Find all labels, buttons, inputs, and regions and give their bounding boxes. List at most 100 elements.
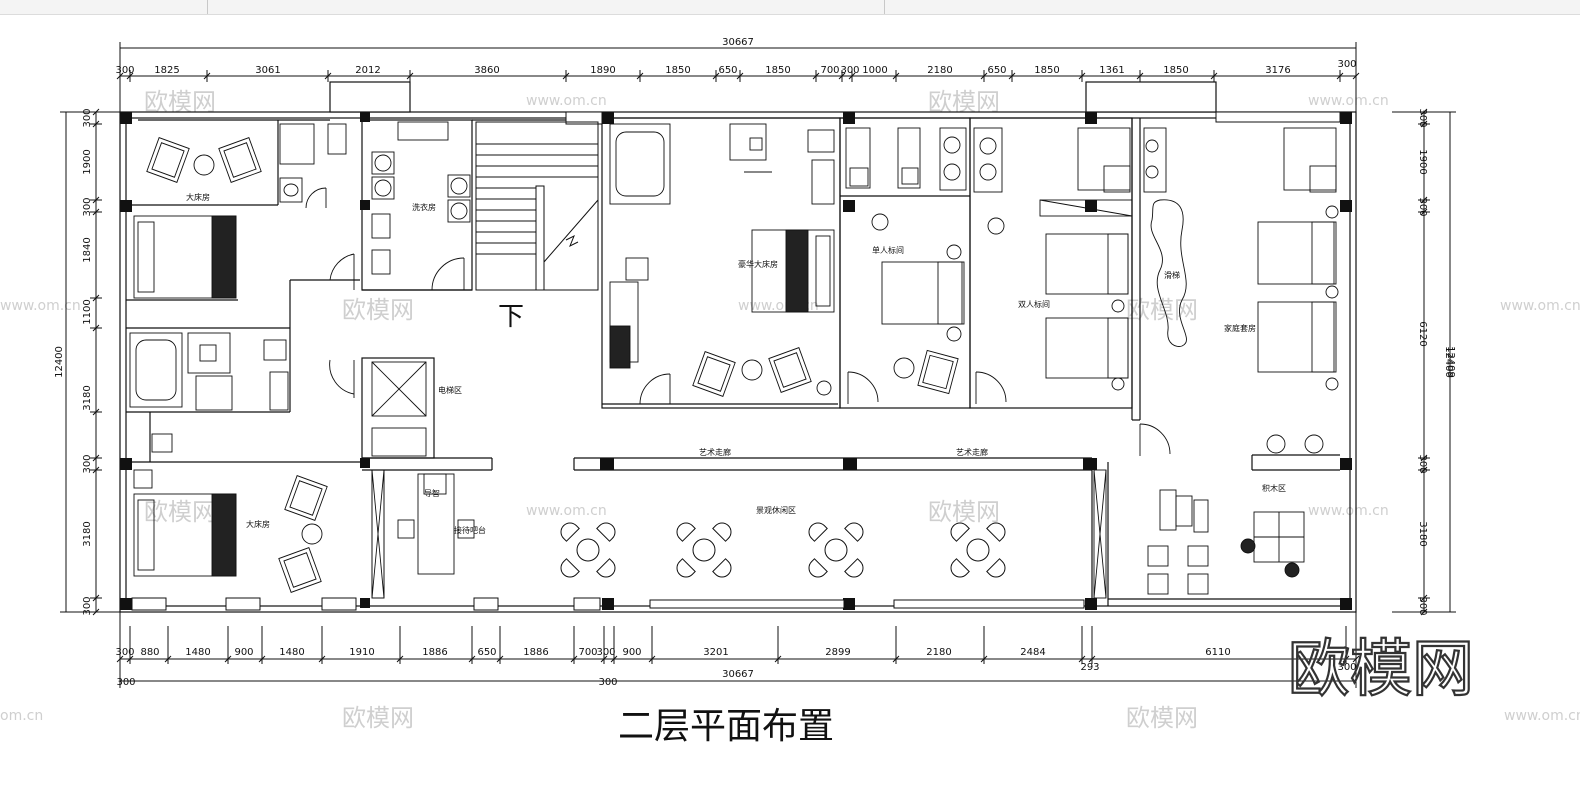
dimension-tick: [980, 72, 988, 80]
watermark-url: om.cn: [0, 708, 43, 724]
dimension-total-left: 12400: [54, 346, 65, 378]
lounge-chair: [950, 558, 970, 578]
armchair: [692, 351, 736, 397]
dimension-tick: [324, 72, 332, 80]
dimension-tick: [636, 72, 644, 80]
dimension-tick: [1008, 72, 1016, 80]
dimension-tick: [92, 120, 100, 128]
watermark-logo: 欧模网: [928, 498, 1000, 526]
watermark-logo: 欧模网: [1126, 296, 1198, 324]
lounge-chair: [986, 522, 1006, 542]
dimension-tick: [712, 72, 720, 80]
room-label-laundry: 洗衣房: [412, 202, 436, 212]
room-label-deluxe: 豪华大床房: [738, 259, 778, 269]
dimension-tick: [1336, 72, 1344, 80]
dimension-tick: [258, 655, 266, 663]
dimension-tick: [406, 72, 414, 80]
dimension-value: 300: [82, 454, 93, 473]
drawing-title: 二层平面布置: [618, 706, 834, 747]
dimension-tick: [164, 655, 172, 663]
corridor-markers: [600, 458, 1097, 470]
round-table: [692, 538, 716, 562]
dimension-value: 3180: [82, 521, 93, 546]
dimension-tick: [610, 655, 618, 663]
bed: [1257, 301, 1337, 373]
dimension-value: 300: [115, 647, 134, 658]
room-label-elevator: 电梯区: [438, 385, 462, 395]
dimension-tick: [116, 655, 124, 663]
round-table: [576, 538, 600, 562]
dimension-value: 300: [1337, 59, 1356, 70]
room-label-art-corridor: 艺术走廊: [956, 447, 988, 457]
dimension-value: 6110: [1205, 647, 1230, 658]
dimension-row-bottom: 300 880 1480 900 1480 1910 1886 650 1886…: [115, 647, 1356, 688]
dimension-value: 650: [987, 65, 1006, 76]
dimension-lines: [60, 42, 1456, 688]
dimension-column-right: 300 1900 300 6120 300 3180 300 12400 124…: [1417, 108, 1456, 615]
round-table: [301, 523, 323, 545]
dimension-value: 1850: [1163, 65, 1188, 76]
dimension-value: 3860: [474, 65, 499, 76]
dimension-tick: [892, 655, 900, 663]
dimension-value: 1850: [1034, 65, 1059, 76]
lounge-chair: [596, 522, 616, 542]
dimension-value: 1361: [1099, 65, 1124, 76]
dimension-tick: [468, 655, 476, 663]
dimension-tick: [92, 294, 100, 302]
dimension-tick: [116, 72, 124, 80]
dimension-value: 3180: [1417, 521, 1428, 546]
dimension-tick: [92, 466, 100, 474]
round-table: [193, 154, 215, 176]
dimension-tick: [1136, 72, 1144, 80]
watermark-layer: 欧模网 www.om.cn 欧模网 www.om.cn www.om.cn 欧模…: [0, 88, 1580, 732]
dimension-tick: [318, 655, 326, 663]
lounge-table-set: [560, 522, 616, 578]
dimension-tick: [1210, 72, 1218, 80]
dimension-value: 300: [840, 65, 859, 76]
bed: [1257, 221, 1337, 285]
furniture: [129, 121, 1339, 599]
round-table: [824, 538, 848, 562]
armchair: [146, 137, 190, 183]
dimension-tick: [892, 72, 900, 80]
dimension-column-left: 12400 300 1900 300 1840 1100 3180 300 31…: [54, 108, 93, 615]
lounge-chair: [844, 558, 864, 578]
dimension-value: 3180: [82, 385, 93, 410]
dimension-tick: [1420, 120, 1428, 128]
dimension-value: 6120: [1417, 321, 1428, 346]
dimension-tick: [1078, 655, 1086, 663]
watermark-logo: 欧模网: [144, 498, 216, 526]
dimension-tick: [92, 594, 100, 602]
dimension-value: 1850: [765, 65, 790, 76]
dimension-tick: [648, 655, 656, 663]
dimension-tick: [92, 208, 100, 216]
lounge-chair: [808, 558, 828, 578]
watermark-url: www.om.cn: [526, 503, 607, 519]
viewer-toolbar: [0, 0, 1580, 15]
dimension-value: 1825: [154, 65, 179, 76]
dimension-value: 3176: [1265, 65, 1290, 76]
dimension-value: 1910: [349, 647, 374, 658]
watermark-url: www.om.cn: [1308, 93, 1389, 109]
brand-mark: 欧模网: [1288, 632, 1474, 705]
dimension-value: 3201: [703, 647, 728, 658]
dimension-tick: [562, 72, 570, 80]
dimension-tick: [126, 72, 134, 80]
dimension-tick: [92, 454, 100, 462]
dimension-tick: [92, 324, 100, 332]
bed-pillow: [137, 221, 155, 293]
staircase: [475, 121, 599, 291]
dimension-value: 1890: [590, 65, 615, 76]
bed: [1045, 233, 1129, 295]
dimension-value: 1100: [82, 299, 93, 324]
watermark-logo: 欧模网: [1126, 704, 1198, 732]
dimension-value: 2012: [355, 65, 380, 76]
lounge-table-set: [950, 522, 1006, 578]
toolbar-separator: [884, 0, 885, 14]
lounge-chair: [596, 558, 616, 578]
dimension-value: 3061: [255, 65, 280, 76]
watermark-url: www.om.cn: [1308, 503, 1389, 519]
room-label-art-corridor: 艺术走廊: [699, 447, 731, 457]
bed-pillow: [137, 499, 155, 571]
dimension-value: 700: [578, 647, 597, 658]
